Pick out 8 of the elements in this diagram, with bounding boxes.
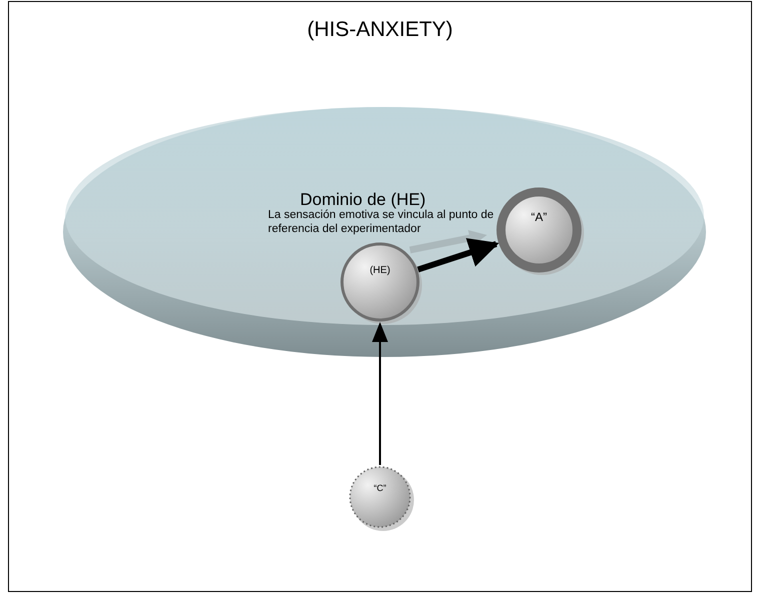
arrow bbox=[417, 238, 500, 272]
diagram-title: (HIS-ANXIETY) bbox=[306, 17, 454, 43]
arrow bbox=[372, 322, 388, 465]
domain-description: La sensación emotiva se vincula al punto de referencia del experimentador bbox=[268, 208, 495, 236]
circle-label: (HE) bbox=[368, 264, 392, 278]
circle-label: “C” bbox=[372, 482, 388, 495]
domain-heading: Dominio de (HE) bbox=[300, 189, 426, 210]
circle-label: “A” bbox=[530, 208, 548, 226]
